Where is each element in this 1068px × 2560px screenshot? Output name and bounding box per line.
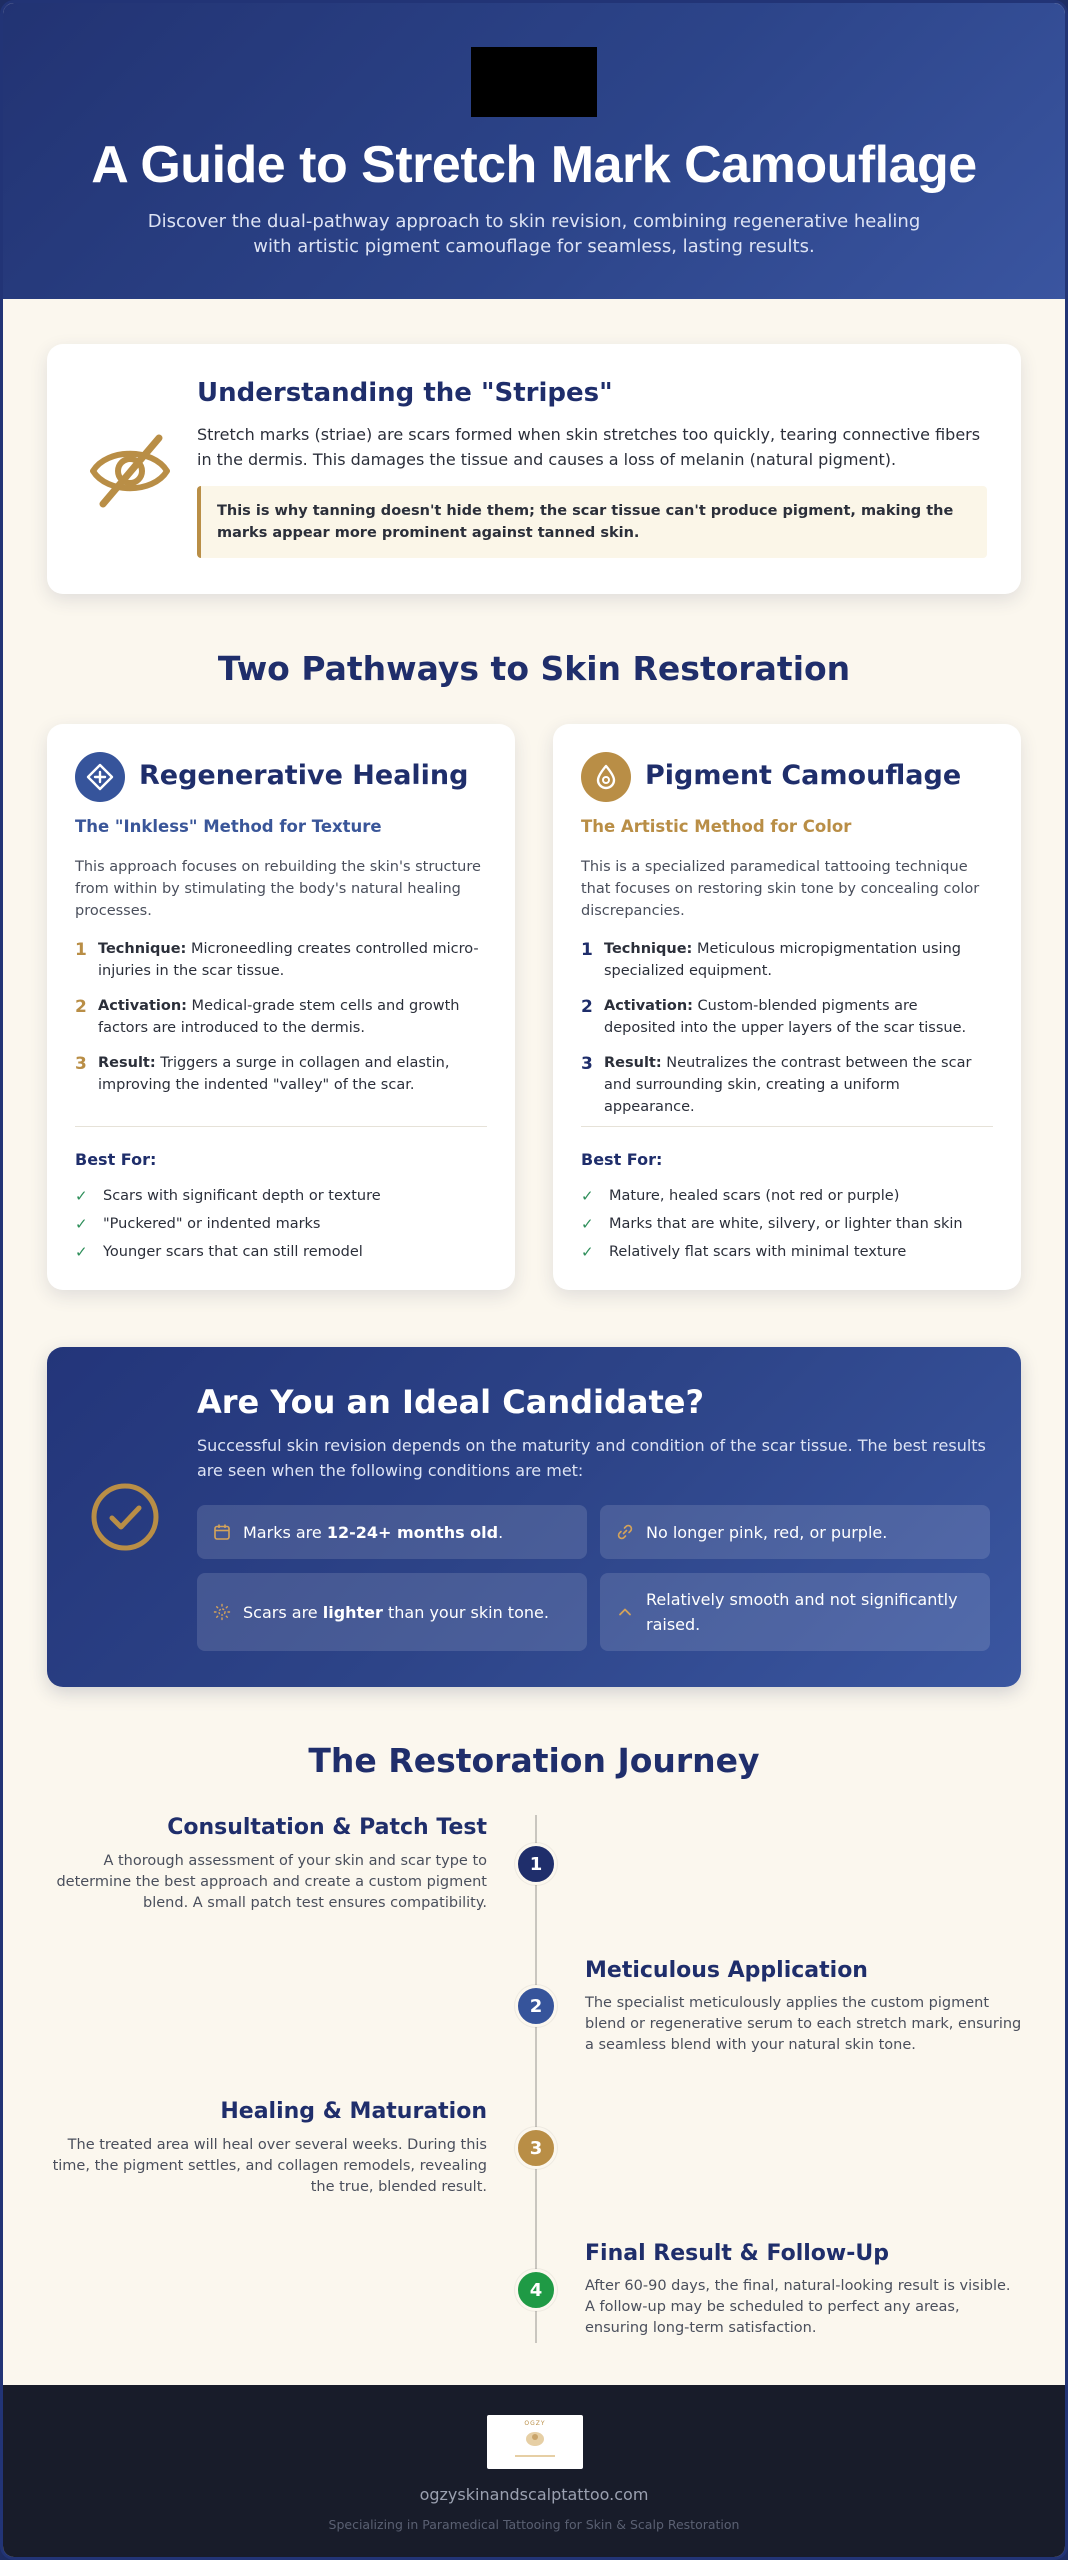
footer-logo: OGZY [487, 2415, 583, 2469]
pigment-title: Pigment Camouflage [645, 760, 962, 791]
step-number-badge: 1 [515, 1843, 557, 1885]
step-title: Meticulous Application [585, 1958, 868, 1983]
eye-off-icon [90, 434, 170, 508]
step-title: Final Result & Follow-Up [585, 2241, 889, 2266]
hero-header: A Guide to Stretch Mark Camouflage Disco… [3, 3, 1065, 299]
regenerative-best-for: ✓Scars with significant depth or texture… [75, 1182, 487, 1266]
brand-logo [471, 47, 597, 117]
condition-item: Relatively smooth and not significantly … [600, 1573, 990, 1651]
list-item: ✓Mature, healed scars (not red or purple… [581, 1182, 993, 1210]
footer: OGZY ogzyskinandscalptattoo.com Speciali… [3, 2385, 1065, 2557]
list-item: ✓"Puckered" or indented marks [75, 1210, 487, 1238]
step-number-badge: 2 [515, 1985, 557, 2027]
page-subtitle: Discover the dual-pathway approach to sk… [147, 211, 921, 257]
understanding-card: Understanding the "Stripes" Stretch mark… [47, 344, 1021, 594]
check-icon: ✓ [75, 1243, 88, 1261]
step-description: The specialist meticulously applies the … [585, 1995, 1022, 2053]
timeline-line [535, 1815, 537, 2343]
page-title: A Guide to Stretch Mark Camouflage [91, 136, 977, 194]
divider [581, 1126, 993, 1127]
understanding-title: Understanding the "Stripes" [197, 378, 613, 408]
pigment-best-for: ✓Mature, healed scars (not red or purple… [581, 1182, 993, 1266]
regenerative-best-for-label: Best For: [75, 1150, 157, 1169]
regenerative-badge [75, 752, 125, 802]
condition-item: Scars are lighter than your skin tone. [197, 1573, 587, 1651]
regenerative-intro: This approach focuses on rebuilding the … [75, 859, 481, 919]
regenerative-card: Regenerative Healing The "Inkless" Metho… [47, 724, 515, 1290]
understanding-description: Stretch marks (striae) are scars formed … [197, 425, 981, 469]
list-item: ✓Marks that are white, silvery, or light… [581, 1210, 993, 1238]
logo-mark-icon [526, 2432, 544, 2446]
candidate-panel: Are You an Ideal Candidate? Successful s… [47, 1347, 1021, 1687]
pigment-badge [581, 752, 631, 802]
pigment-best-for-label: Best For: [581, 1150, 663, 1169]
step-number-badge: 3 [515, 2127, 557, 2169]
regenerative-subtitle: The "Inkless" Method for Texture [75, 817, 382, 836]
footer-tagline: Specializing in Paramedical Tattooing fo… [328, 2517, 740, 2532]
check-icon: ✓ [75, 1187, 88, 1205]
regenerative-title: Regenerative Healing [139, 760, 469, 791]
candidate-title: Are You an Ideal Candidate? [197, 1383, 705, 1421]
check-icon: ✓ [581, 1187, 594, 1205]
list-item: ✓Relatively flat scars with minimal text… [581, 1238, 993, 1266]
step-title: Consultation & Patch Test [167, 1815, 487, 1840]
candidate-lead: Successful skin revision depends on the … [197, 1436, 986, 1480]
step-description: The treated area will heal over several … [52, 2137, 487, 2195]
pigment-card: Pigment Camouflage The Artistic Method f… [553, 724, 1021, 1290]
check-icon: ✓ [75, 1215, 88, 1233]
check-icon: ✓ [581, 1215, 594, 1233]
list-item: ✓Younger scars that can still remodel [75, 1238, 487, 1266]
link-icon [617, 1524, 633, 1540]
chevron-up-icon [619, 1608, 631, 1616]
condition-item: Marks are 12-24+ months old. [197, 1505, 587, 1559]
step-number-badge: 4 [515, 2269, 557, 2311]
step-description: After 60-90 days, the final, natural-loo… [585, 2278, 1011, 2336]
droplet-icon [596, 764, 616, 790]
pigment-subtitle: The Artistic Method for Color [581, 817, 852, 836]
diamond-plus-icon [86, 763, 114, 791]
step-title: Healing & Maturation [220, 2099, 487, 2124]
pigment-intro: This is a specialized paramedical tattoo… [581, 859, 980, 919]
sun-icon [213, 1603, 231, 1621]
check-circle-icon [91, 1483, 159, 1551]
pathways-title: Two Pathways to Skin Restoration [217, 649, 851, 688]
journey-title: The Restoration Journey [308, 1741, 760, 1780]
condition-item: No longer pink, red, or purple. [600, 1505, 990, 1559]
footer-website-link[interactable]: ogzyskinandscalptattoo.com [419, 2485, 649, 2504]
tanning-callout: This is why tanning doesn't hide them; t… [197, 486, 987, 558]
list-item: ✓Scars with significant depth or texture [75, 1182, 487, 1210]
step-description: A thorough assessment of your skin and s… [56, 1853, 487, 1911]
calendar-icon [214, 1524, 230, 1540]
check-icon: ✓ [581, 1243, 594, 1261]
divider [75, 1126, 487, 1127]
